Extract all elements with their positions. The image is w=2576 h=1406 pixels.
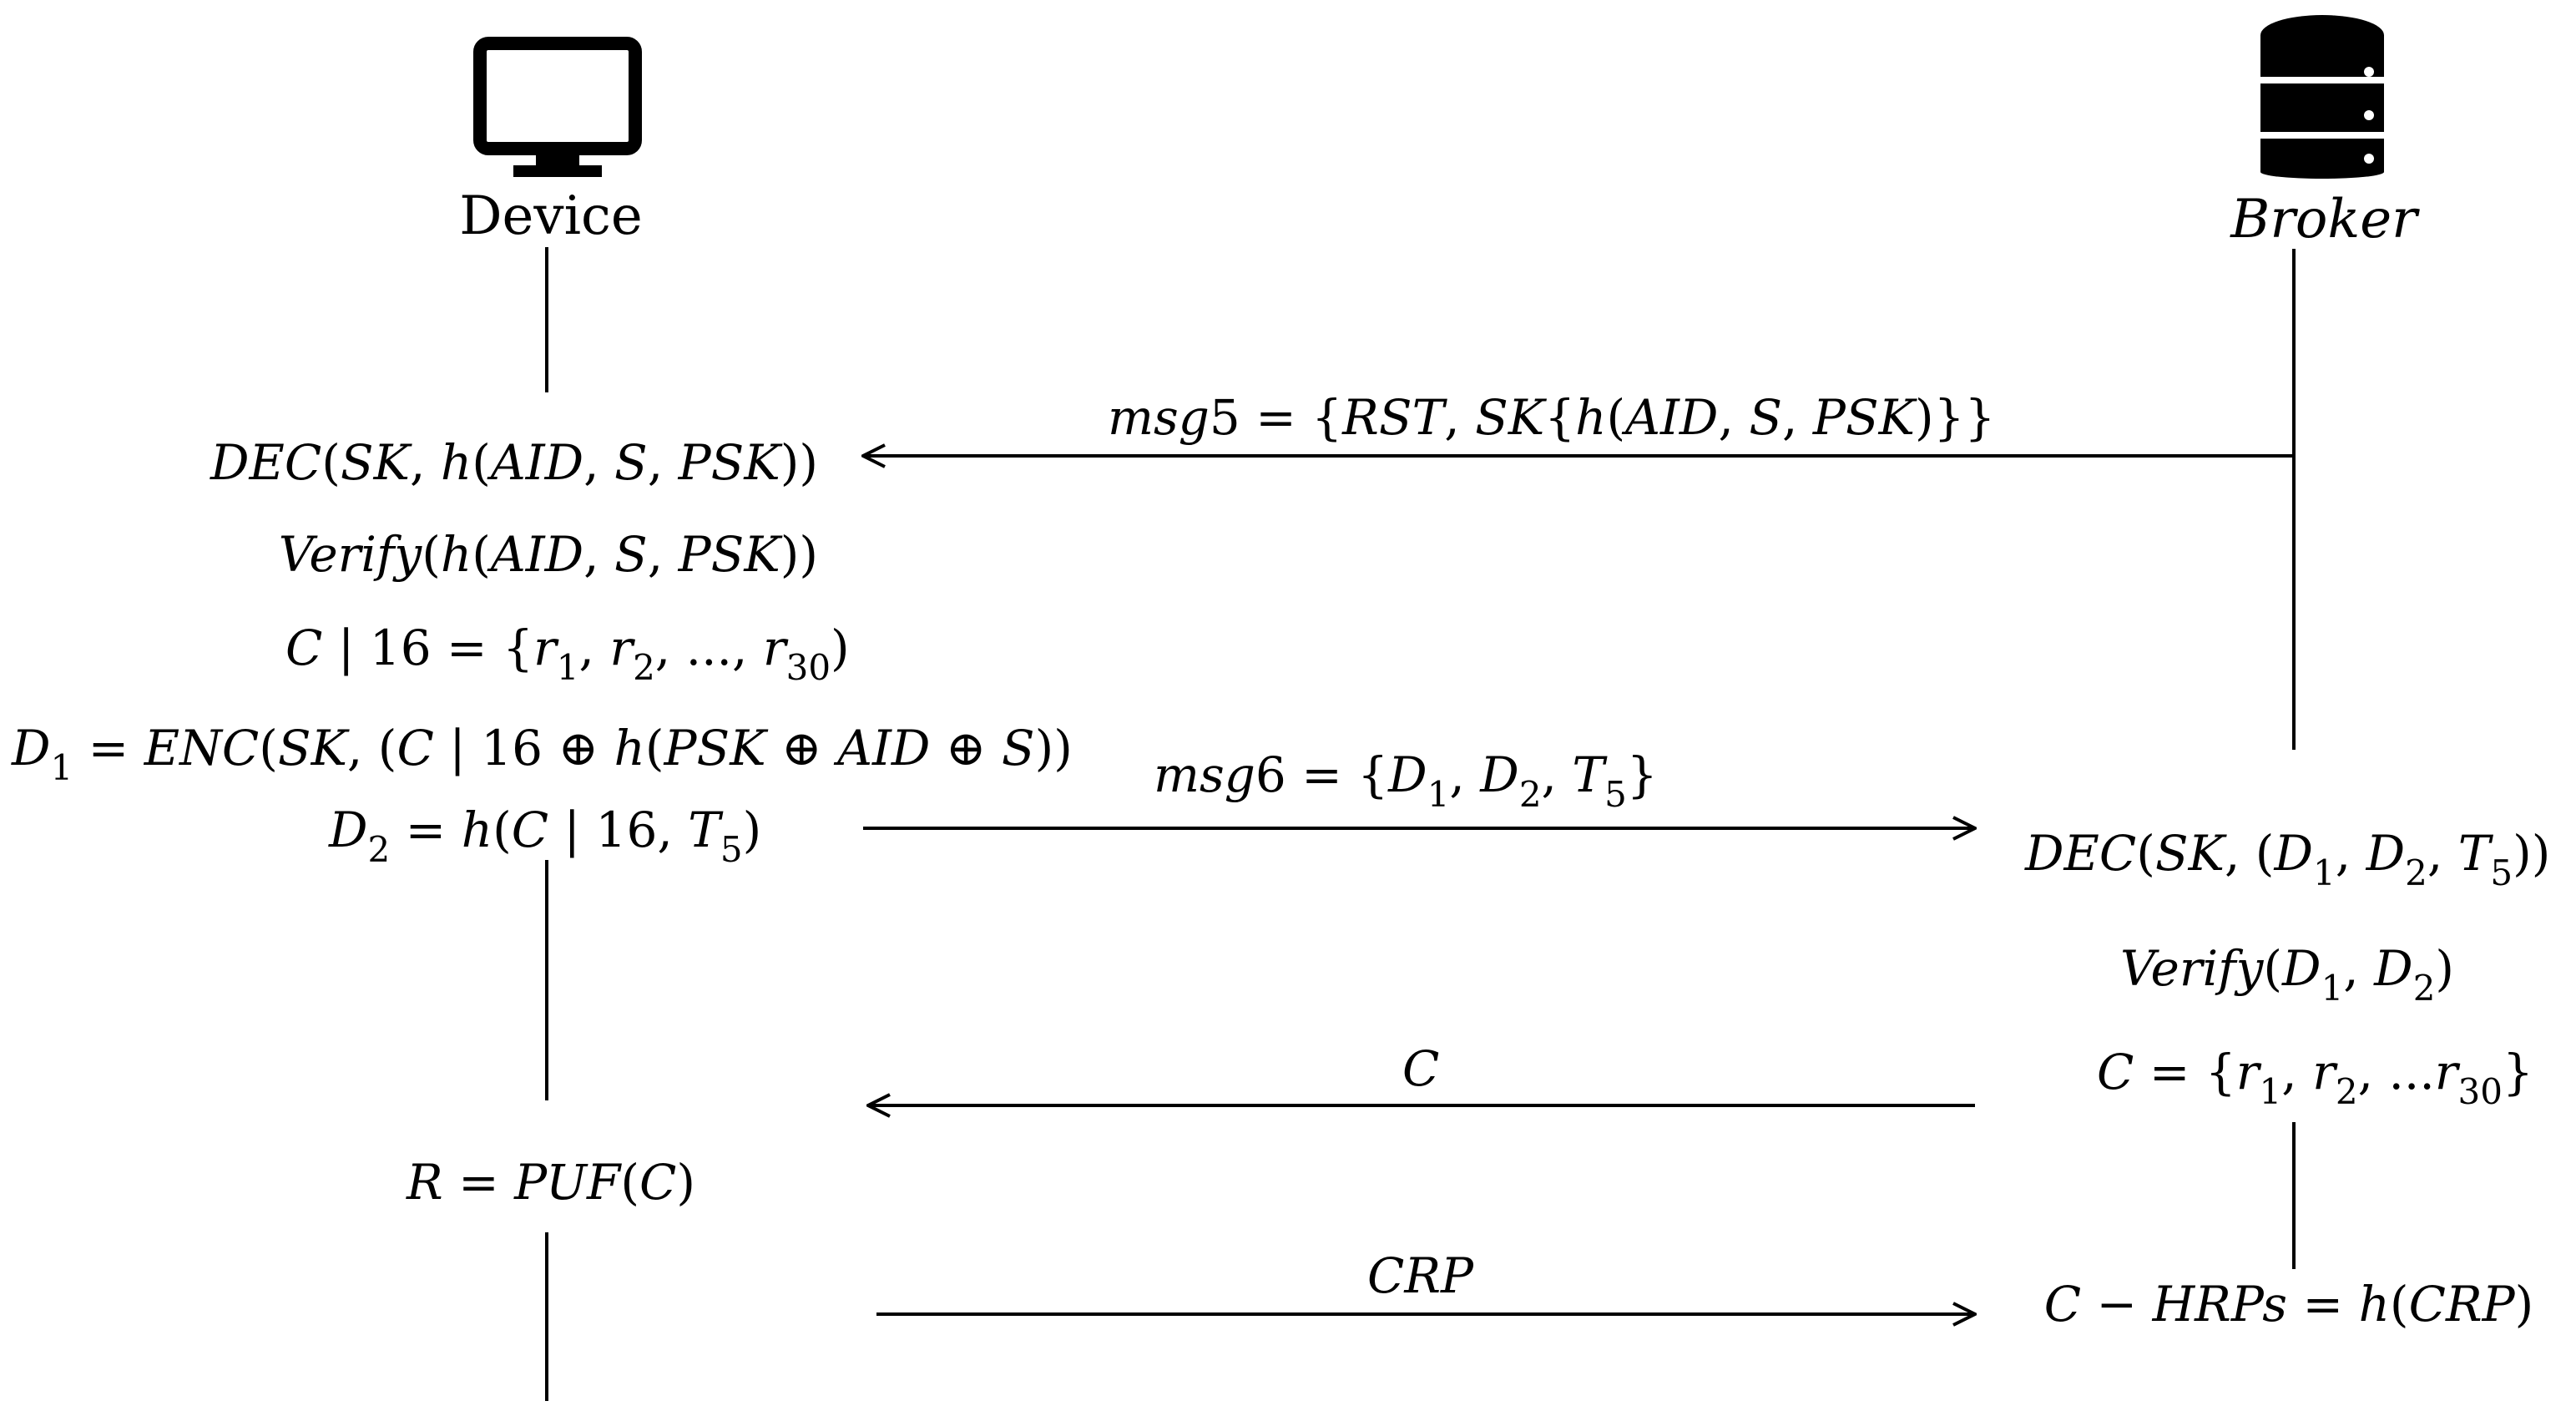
broker-step-verify: Verify(D1, D2): [2120, 940, 2454, 1009]
monitor-icon: [473, 37, 642, 177]
device-step-d2: D2 = h(C | 16, T5): [328, 802, 761, 870]
c-message-label: C: [1402, 1040, 1439, 1097]
device-step-d1: D1 = ENC(SK, (C | 16 ⊕ h(PSK ⊕ AID ⊕ S)): [11, 720, 1073, 788]
device-step-c16: C | 16 = {r1, r2, ..., r30): [285, 620, 850, 688]
broker-label: Broker: [2230, 189, 2420, 250]
broker-step-c: C = {r1, r2, ...r30}: [2097, 1044, 2533, 1112]
msg5-label: msg5 = {RST, SK{h(AID, S, PSK)}}: [1108, 389, 1995, 446]
device-step-dec: DEC(SK, h(AID, S, PSK)): [210, 434, 818, 491]
broker-step-hrps: C − HRPs = h(CRP): [2044, 1276, 2534, 1333]
crp-message-label: CRP: [1367, 1247, 1474, 1304]
msg6-label: msg6 = {D1, D2, T5}: [1154, 746, 1658, 815]
device-step-puf: R = PUF(C): [406, 1154, 695, 1211]
device-label: Device: [459, 185, 643, 247]
broker-step-dec: DEC(SK, (D1, D2, T5)): [2024, 825, 2550, 893]
database-server-icon: [2260, 15, 2384, 179]
device-step-verify: Verify(h(AID, S, PSK)): [279, 526, 818, 583]
